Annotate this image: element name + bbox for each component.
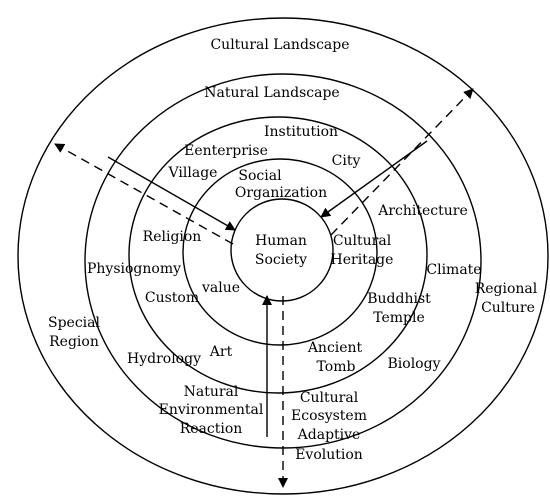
ring-institution [128,116,428,394]
label-natural-reaction-line3: Reaction [180,421,243,437]
label-cultural-evolution-line3: Adaptive [297,427,361,443]
ring-cultural-landscape [17,17,549,495]
label-regional-culture-line1: Regional [475,281,538,297]
arrow-solid-upper-left [107,156,236,231]
label-climate: Climate [426,262,481,278]
label-natural-reaction-line1: Natural [184,384,239,400]
arrow-dashed-upper-right [330,88,474,236]
label-special-region-line1: Special [48,315,101,331]
label-art: Art [209,344,233,360]
label-ancient-tomb-line1: Ancient [307,340,363,356]
label-hydrology: Hydrology [127,351,201,367]
label-value: value [201,280,240,296]
label-physiognomy: Physiognomy [87,261,181,277]
label-human-society-line2: Society [255,252,307,268]
label-eenterprise: Eenterprise [184,143,268,159]
arrow-dashed-upper-left [54,143,234,245]
label-social-organization-line2: Organization [235,185,327,201]
label-cultural-landscape: Cultural Landscape [210,37,349,53]
label-ancient-tomb-line2: Tomb [317,359,356,375]
label-biology: Biology [388,356,441,372]
label-village: Village [168,165,218,181]
label-buddhist-temple-line2: Temple [373,310,425,326]
label-regional-culture-line2: Culture [481,300,535,316]
label-cultural-evolution-line4: Evolution [295,447,363,463]
label-special-region-line2: Region [49,334,99,350]
label-cultural-evolution-line1: Cultural [300,390,359,406]
label-city: City [332,153,361,169]
label-buddhist-temple-line1: Buddhist [367,291,431,307]
label-social-organization-line1: Social [238,168,282,184]
label-cultural-heritage-line1: Cultural [333,233,392,249]
ring-human-society [230,198,334,302]
label-architecture: Architecture [377,203,468,219]
label-natural-reaction-line2: Environmental [159,402,264,418]
label-cultural-heritage-line2: Heritage [331,252,394,268]
label-cultural-evolution-line2: Ecosystem [291,408,367,424]
label-institution: Institution [264,124,338,140]
label-religion: Religion [143,229,202,245]
label-human-society-line1: Human [255,233,307,249]
label-custom: Custom [145,290,199,306]
label-natural-landscape: Natural Landscape [204,85,339,101]
ring-social-organization [182,158,378,346]
